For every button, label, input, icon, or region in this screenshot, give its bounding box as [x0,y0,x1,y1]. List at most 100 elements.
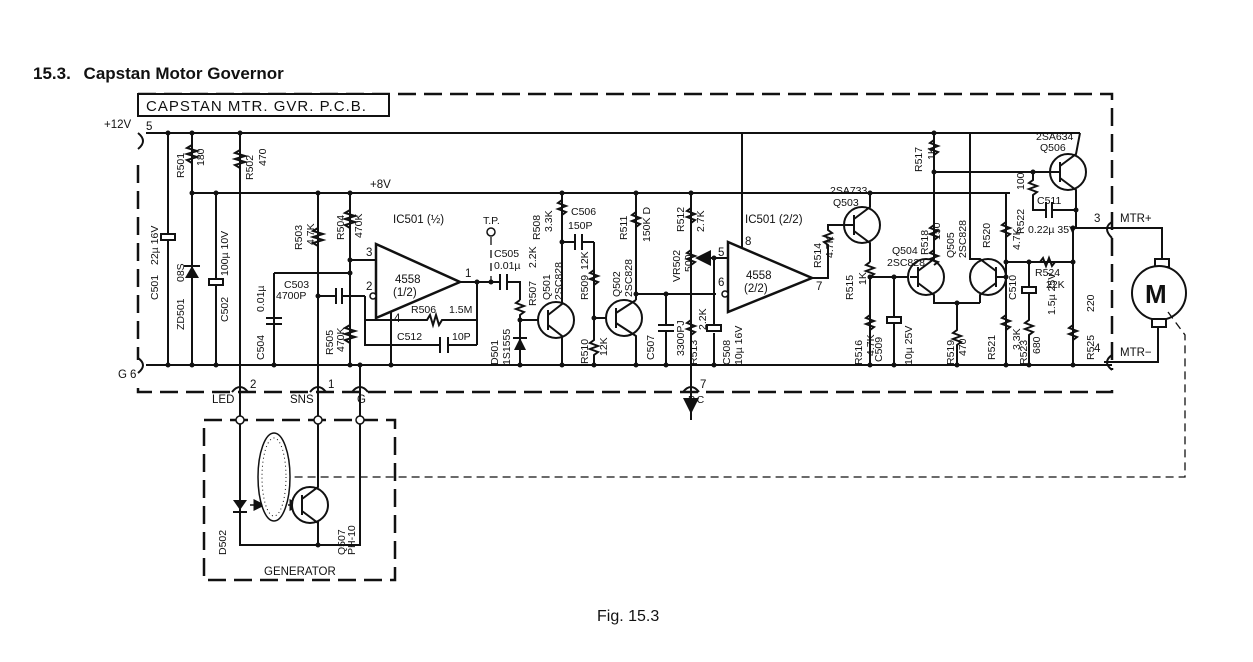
test-point-label[interactable]: T.P. [483,215,500,227]
stage-q506: C510 1.5µ 25V R523 680 R524 22K 2SA634 Q… [1006,131,1104,365]
c508-ref: C508 [721,340,733,365]
junction-dots [165,130,1079,548]
q507-ref: Q507 [336,529,348,555]
r512-ref: R512 [675,207,687,232]
section-title: Capstan Motor Governor [83,64,284,83]
r522-ref: R522 [1015,209,1027,234]
ic501-unit1: 4558 (1/2) IC501 (½) 3 2 1 4 C512 10P R5… [364,214,490,365]
r524-value: 22K [1046,279,1065,291]
ic501-pin5: 5 [718,247,724,259]
c504-value: 0.01µ [255,286,267,313]
c509-value: 10µ 25V [903,326,915,365]
q505-value: 2SC828 [957,220,969,258]
ic501-2-sub: (2/2) [744,283,768,295]
pcb-boundary: CAPSTAN MTR. GVR. P.C.B. [136,92,1114,394]
q504-ref: Q504 [892,245,918,257]
pin-4: 4 [1094,343,1101,355]
r517-value: 1K [926,147,938,160]
c505-ref: C505 [494,248,519,260]
ic501-pin7: 7 [816,281,822,293]
r511-ref: R511 [618,216,630,240]
zd501-ref: ZD501 [175,298,187,330]
c504-ref: C504 [255,335,267,360]
mtr-plus-label: MTR+ [1120,213,1152,225]
q503-value: 2SA733 [830,185,868,197]
q506-value: 2SA634 [1036,131,1074,143]
c506-ref: C506 [571,206,596,218]
c506-value: 150P [568,220,593,232]
r513-ref: R513 [688,340,700,365]
r503-value: 4.7K [305,223,317,245]
g-conn-label: G [357,394,366,406]
r519-value: 470 [957,338,969,356]
bias-network: R512 2.7K VR502 500 R513 2.2K C508 10µ 1… [671,193,745,420]
r506-ref: R506 [411,304,436,316]
r505-ref: R505 [324,330,336,355]
section-heading: 15.3. Capstan Motor Governor [33,64,284,84]
ic501-pin2: 2 [366,281,372,293]
r508-ref: R508 [531,215,543,240]
d502-ref: D502 [217,530,229,555]
pin-6: 6 [130,369,136,381]
r516-ref: R516 [853,340,865,365]
r519-ref: R519 [945,340,957,365]
c509-ref: C509 [873,337,885,362]
c502-value: 100µ 10V [219,231,231,276]
ic501-pin6: 6 [718,277,724,289]
r521-value: 3.3K [1011,328,1023,350]
r507-value: 2.2K [527,246,539,268]
r514-value: 4.7K [824,236,836,258]
r512-value: 2.7K [695,210,707,232]
led-label: LED [212,394,234,406]
q502-value: 2SC828 [623,259,635,297]
r521-ref: R521 [986,335,998,360]
r515-value: 1K [857,272,869,285]
r506-value: 1.5M [449,304,472,316]
vr502-ref[interactable]: VR502 [671,250,683,282]
r504-ref: R504 [335,215,347,240]
ic501-1-sub: (1/2) [393,287,417,299]
motor-section: 3 MTR+ M 4 MTR− [281,213,1187,478]
ic501-1-ref: IC501 (½) [393,214,444,226]
r511-value: 150K D [641,207,653,242]
q504-value: 2SC828 [887,257,925,269]
c511-ref: C511 [1037,195,1061,207]
c512-value: 10P [452,331,471,343]
pin-3: 3 [1094,213,1100,225]
pin-7: 7 [700,379,706,391]
r508-value: 3.3K [543,210,555,232]
r510-value: 12K [598,337,610,356]
r514-ref: R514 [812,243,824,268]
c505-value: 0.01µ [494,260,521,272]
pin-2: 2 [250,379,256,391]
r509-value: 12K [579,251,591,270]
q502-ref: Q502 [611,271,623,297]
q501-value: 2SC828 [553,262,565,300]
c507-value: 3300PJ [675,320,687,356]
c507-ref: C507 [645,335,657,360]
c510-ref: C510 [1007,275,1019,300]
power-rails: +12V 5 +8V G 6 [104,119,1112,381]
c502-ref: C502 [219,297,231,322]
r501-value: 180 [195,148,207,166]
ic501-1-part: 4558 [395,274,421,286]
r518-value: 150 [931,222,943,240]
supply-section: C501 22µ 16V R501 180 ZD501 08S C502 100… [149,133,350,420]
r520-ref: R520 [981,223,993,248]
mtr-minus-label: MTR− [1120,347,1152,359]
q506-ref: Q506 [1040,142,1066,154]
r518-ref: R518 [919,230,931,255]
c501-ref: C501 [149,275,161,300]
pin-5: 5 [146,121,152,133]
r523-value: 680 [1031,336,1043,354]
sns-label: SNS [290,394,314,406]
v8-label: +8V [370,179,391,191]
ic501-2-ref: IC501 (2/2) [745,214,803,226]
c510-value: 1.5µ 25V [1046,273,1058,315]
c501-value: 22µ 16V [149,226,161,265]
r502-value: 470 [257,148,269,166]
r510-ref: R510 [579,339,591,364]
pc-label: P.C [688,394,705,406]
c508-value: 10µ 16V [733,326,745,365]
